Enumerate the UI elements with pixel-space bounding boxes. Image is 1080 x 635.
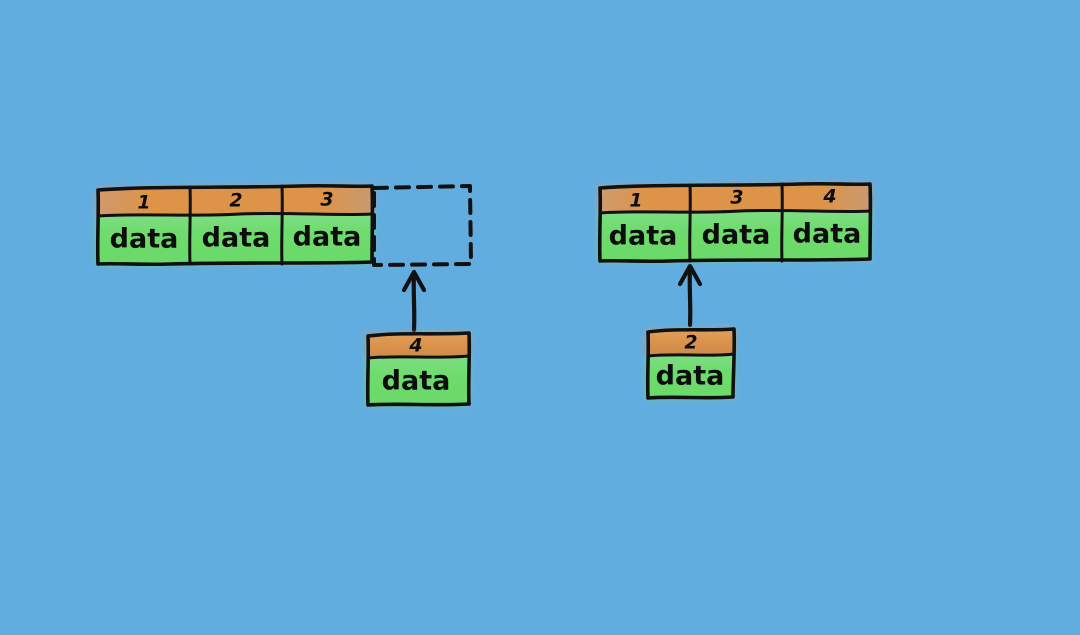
right-table-body-fill xyxy=(599,210,871,261)
right-cell-2-value: data xyxy=(702,220,771,251)
right-diagram-group: 1 3 4 data data data 2 data xyxy=(597,181,873,400)
right-incoming-element xyxy=(647,329,734,398)
left-incoming-header-fill xyxy=(367,333,469,359)
left-incoming-element xyxy=(367,333,469,405)
left-cell-1-index: 1 xyxy=(137,192,150,214)
left-incoming-border xyxy=(365,331,472,407)
right-table-cell-divider-2 xyxy=(780,182,784,263)
left-table xyxy=(97,186,373,264)
left-incoming-value: data xyxy=(382,366,451,397)
left-table-header-fill xyxy=(97,186,373,217)
left-table-cell-divider-1 xyxy=(188,185,192,266)
left-insert-arrow xyxy=(401,269,427,333)
left-cell-3-value: data xyxy=(293,222,362,253)
left-table-header-divider xyxy=(96,211,374,218)
left-diagram-group: 1 2 3 data data data 4 data xyxy=(95,183,473,407)
left-incoming-body-fill xyxy=(367,355,469,405)
left-cell-2-index: 2 xyxy=(229,190,242,212)
right-table-cell-divider-1 xyxy=(688,183,692,263)
left-incoming-header-divider xyxy=(366,354,471,360)
right-incoming-value: data xyxy=(656,361,725,392)
left-table-cell-divider-2 xyxy=(280,184,284,266)
right-table-outer-border xyxy=(597,181,873,264)
left-table-body-fill xyxy=(97,213,373,264)
left-cell-2-value: data xyxy=(202,223,271,254)
right-table xyxy=(599,184,871,261)
right-table-header-fill xyxy=(599,184,871,214)
right-cell-3-value: data xyxy=(793,219,862,250)
right-incoming-header-fill xyxy=(647,329,734,357)
right-incoming-header-divider xyxy=(646,352,736,358)
right-incoming-index: 2 xyxy=(684,332,697,354)
left-incoming-index: 4 xyxy=(408,335,422,357)
right-incoming-border xyxy=(645,327,737,400)
right-table-header-divider xyxy=(598,208,872,215)
right-cell-3-index: 4 xyxy=(822,186,836,208)
left-cell-3-index: 3 xyxy=(320,189,333,211)
right-incoming-body-fill xyxy=(647,353,734,398)
left-cell-1-value: data xyxy=(110,224,179,255)
right-cell-2-index: 3 xyxy=(730,187,743,209)
right-cell-1-value: data xyxy=(609,221,678,252)
right-cell-1-index: 1 xyxy=(629,190,642,212)
left-empty-slot-dashed-box xyxy=(372,184,473,267)
right-insert-arrow xyxy=(677,263,703,328)
